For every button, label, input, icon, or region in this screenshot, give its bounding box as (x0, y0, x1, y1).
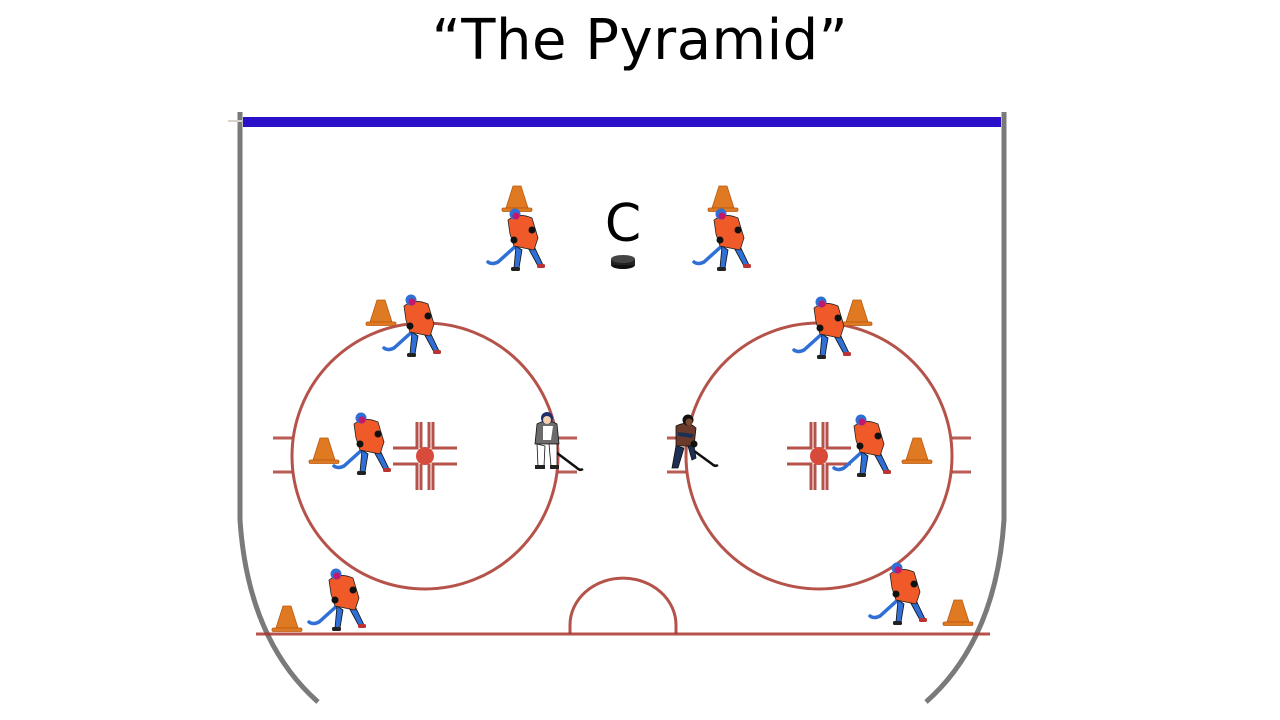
drill-title: “The Pyramid” (431, 8, 849, 73)
goal-crease (568, 576, 678, 634)
blue-line (243, 117, 1001, 127)
rink-boards (228, 112, 1007, 704)
faceoff-dot-right (810, 447, 828, 465)
coach-label: C (605, 194, 641, 254)
player-left-bottom (271, 566, 368, 633)
player-right-circle-mid (832, 412, 933, 479)
player-left-circle-mid (308, 410, 393, 477)
defender-right (670, 413, 720, 470)
puck (611, 255, 635, 269)
faceoff-dot-left (416, 447, 434, 465)
player-top-left (486, 185, 547, 273)
player-top-right (692, 185, 753, 273)
player-right-circle-top (792, 294, 873, 361)
